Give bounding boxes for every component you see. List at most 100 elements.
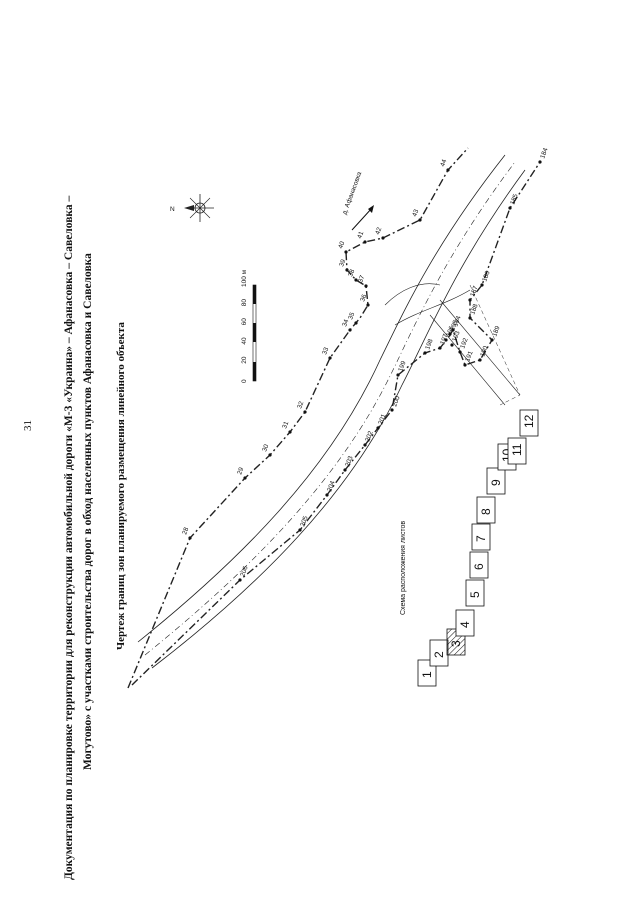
road-axis-line	[144, 161, 516, 656]
boundary-point-marker	[448, 332, 452, 336]
scale-tick-label: 60	[241, 318, 248, 326]
compass-north-pointer	[184, 205, 194, 211]
boundary-point-marker	[268, 453, 272, 457]
boundary-point-label: 199	[397, 360, 407, 373]
boundary-point-label: 192	[459, 337, 469, 350]
boundary-point-label: 190	[479, 345, 489, 358]
boundary-point-marker	[363, 240, 367, 244]
boundary-point-marker	[376, 426, 380, 430]
sheet-number: 7	[474, 535, 488, 542]
sheet-box	[476, 496, 496, 524]
scale-tick-label: 0	[241, 379, 248, 383]
boundary-point-label: 36	[359, 293, 368, 303]
boundary-line-upper	[127, 147, 469, 689]
side-road-lines	[429, 299, 521, 406]
scale-tick-label: 20	[241, 356, 248, 364]
boundary-point-marker	[298, 528, 302, 532]
boundary-point-marker	[468, 298, 472, 302]
boundary-point-marker	[238, 578, 242, 582]
boundary-point-marker	[243, 476, 247, 480]
boundary-point-label: 39	[338, 258, 347, 268]
boundary-point-marker	[303, 410, 307, 414]
boundary-point-label: 189	[491, 325, 501, 338]
sheet-box	[465, 579, 485, 607]
boundary-point-label: 205	[299, 515, 309, 528]
boundary-point-label: 201	[377, 413, 387, 426]
sheet-number: 8	[479, 508, 493, 515]
sheet-number: 6	[472, 563, 486, 570]
boundary-point-marker	[463, 363, 467, 367]
sheet-number: 12	[522, 414, 536, 428]
boundary-point-label: 40	[337, 240, 346, 250]
sheet-number: 2	[432, 651, 446, 658]
boundary-point-label: 196	[445, 325, 455, 338]
sheet-box	[486, 467, 506, 495]
boundary-point-label: 30	[261, 443, 270, 453]
sheet-box	[519, 409, 539, 437]
direction-label: д. Афанасовка	[341, 171, 363, 216]
road-edge-line-upper	[137, 154, 506, 643]
sheet-number: 3	[449, 640, 463, 647]
sheet-box	[507, 437, 527, 465]
boundary-point-marker	[288, 430, 292, 434]
boundary-point-marker	[344, 250, 348, 254]
boundary-point-label: 206	[239, 565, 249, 578]
boundary-point-label: 44	[439, 158, 448, 168]
boundary-point-marker	[328, 356, 332, 360]
boundary-point-label: 184	[539, 147, 549, 160]
boundary-point-label: 187	[469, 285, 479, 298]
boundary-point-label: 42	[374, 226, 383, 236]
boundary-point-marker	[468, 316, 472, 320]
boundary-point-label: 31	[281, 420, 290, 430]
junction-curves	[384, 283, 471, 326]
sheet-number: 4	[458, 621, 472, 628]
boundary-point-label: 34	[341, 318, 350, 328]
boundary-point-label: 37	[357, 274, 366, 284]
boundary-point-marker	[480, 283, 484, 287]
scale-tick-label: 40	[241, 337, 248, 345]
direction-arrow-line	[351, 207, 373, 231]
boundary-point-marker	[538, 160, 542, 164]
boundary-point-marker	[363, 443, 367, 447]
boundary-point-label: 29	[236, 466, 245, 476]
scale-tick-label: 80	[241, 299, 248, 307]
boundary-point-label: 188	[469, 303, 479, 316]
boundary-point-marker	[458, 350, 462, 354]
boundary-point-marker	[366, 303, 370, 307]
boundary-point-label: 186	[481, 270, 491, 283]
sheet-number: 5	[468, 591, 482, 598]
boundary-point-marker	[354, 278, 358, 282]
boundary-point-marker	[418, 218, 422, 222]
sheet-box	[471, 523, 491, 551]
compass-rose-icon	[184, 194, 214, 222]
boundary-point-label: 200	[391, 395, 401, 408]
sheet-number: 11	[510, 443, 524, 456]
boundary-point-marker	[396, 373, 400, 377]
scale-bar: 0 20 40 60 80 100 м	[241, 269, 257, 383]
sheet-scheme-caption: Схема расположения листов	[400, 521, 407, 615]
boundary-point-label: 204	[326, 480, 336, 493]
boundary-point-marker	[490, 338, 494, 342]
boundary-point-marker	[345, 268, 349, 272]
boundary-line-lower	[131, 161, 541, 686]
compass-ring	[194, 202, 206, 214]
scale-tick-label: 100 м	[241, 269, 248, 287]
boundary-point-marker	[444, 338, 448, 342]
boundary-point-label: 202	[364, 430, 374, 443]
scale-bar-segment-dark	[253, 362, 256, 381]
boundary-point-label: 195	[449, 319, 459, 332]
boundary-point-label: 32	[296, 400, 305, 410]
boundary-point-label: 43	[411, 208, 420, 218]
boundary-point-marker	[451, 328, 455, 332]
boundary-point-marker	[343, 468, 347, 472]
compass-north-letter: N	[170, 206, 175, 213]
boundary-point-marker	[364, 284, 368, 288]
boundary-point-label: 33	[321, 346, 330, 356]
boundary-point-label: 197	[439, 333, 449, 346]
boundary-point-marker	[390, 408, 394, 412]
sheet-number: 1	[420, 671, 434, 678]
scale-bar-segment-dark	[253, 285, 256, 304]
